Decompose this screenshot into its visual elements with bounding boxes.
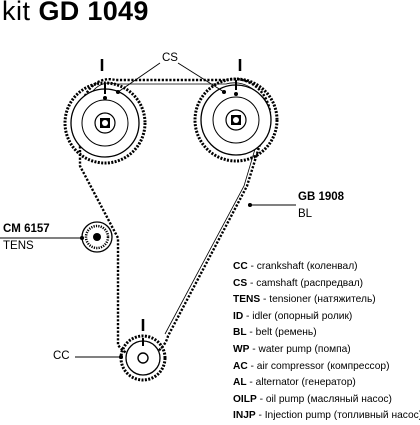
legend-item: OILP - oil pump (масляный насос) [233,393,392,405]
kit-label: kit [2,0,31,26]
leader-lines [0,62,296,360]
legend-item: TENS - tensioner (натяжитель) [233,294,376,306]
legend-item: BL - belt (ремень) [233,327,317,339]
belt-code-label: GB 1908 [298,191,345,203]
camshaft-pulley-left [63,81,147,165]
legend-item: AL - alternator (генератор) [233,377,356,389]
tensioner-code-label: CM 6157 [3,223,50,235]
camshaft-pulley-right [193,77,279,163]
legend-item: WP - water pump (помпа) [233,343,351,355]
legend-item: AC - air compressor (компрессор) [233,360,390,372]
kit-code: GD 1049 [38,0,149,26]
legend-item: ID - idler (опорный ролик) [233,310,353,322]
legend: CC - crankshaft (коленвал) CS - camshaft… [233,259,420,425]
legend-item: CS - camshaft (распредвал) [233,277,364,289]
legend-item: INJP - Injection pump (топливный насос) [233,410,420,422]
camshaft-label: CS [162,52,178,64]
tensioner-pulley [81,221,113,253]
crankshaft-pulley [119,334,167,382]
crankshaft-label: CC [53,350,70,362]
legend-item: CC - crankshaft (коленвал) [233,261,358,272]
tensioner-type-label: TENS [3,240,34,252]
kit-title: kit GD 1049 [2,0,149,27]
belt-type-label: BL [298,208,313,220]
